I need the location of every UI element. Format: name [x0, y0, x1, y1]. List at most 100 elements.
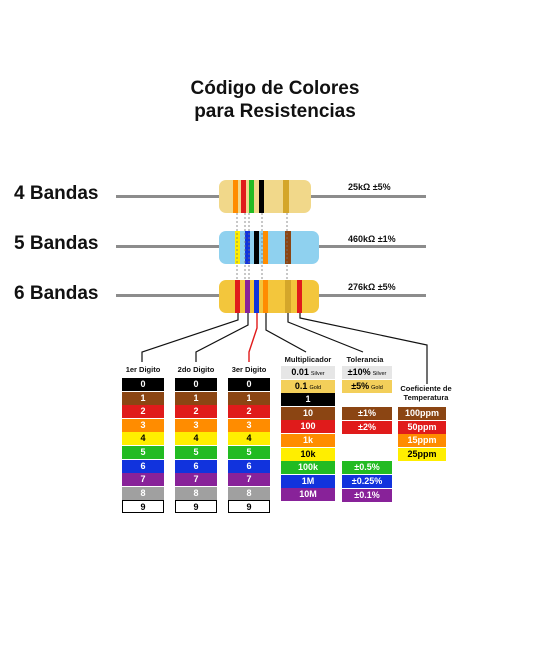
multiplier-cell-label: 100 — [300, 421, 316, 432]
lead-left-5 — [116, 245, 224, 248]
digit3-cell: 6 — [228, 459, 270, 473]
digit3-cell-label: 4 — [246, 433, 252, 444]
multiplier-cell-label: 1M — [301, 475, 315, 486]
digit3-cell-label: 2 — [246, 406, 252, 417]
tolerance-cell-label: ±10% — [347, 367, 371, 377]
lead-left-6 — [116, 294, 224, 297]
digit2-cell-label: 7 — [193, 474, 199, 485]
digit1-cell: 2 — [122, 405, 164, 419]
multiplier-cell-label: 0.1 — [294, 380, 308, 391]
digit2-cell: 9 — [175, 500, 217, 514]
digit3-cell: 3 — [228, 418, 270, 432]
digit3-cell-label: 6 — [246, 460, 252, 471]
digit2-cell-label: 2 — [193, 406, 199, 417]
digit1-cell-label: 7 — [140, 474, 146, 485]
digit3-cell: 5 — [228, 446, 270, 459]
digit2-cell: 2 — [175, 405, 217, 419]
digit3-cell-label: 8 — [246, 487, 252, 498]
tolerance-cell-label: ±1% — [358, 408, 376, 418]
digit3-cell-label: 5 — [246, 447, 252, 457]
value-5-bands: 460kΩ ±1% — [348, 234, 396, 244]
multiplier-cell: 1k — [281, 434, 335, 447]
multiplier-cell: 1M — [281, 474, 335, 488]
multiplier-cell-sublabel: Silver — [310, 371, 325, 377]
tolerance-cell-label: ±5% — [351, 381, 370, 391]
tolerance-cell: ±5%Gold — [342, 380, 392, 393]
band — [245, 280, 250, 313]
header-digit2: 2do Digito — [177, 365, 215, 374]
tempco-cell-label: 50ppm — [407, 421, 437, 432]
multiplier-cell: 10 — [281, 406, 335, 420]
digit1-cell-label: 5 — [140, 447, 146, 457]
multiplier-cell: 100 — [281, 420, 335, 434]
band — [285, 231, 291, 264]
lead-right-4 — [308, 195, 426, 198]
digit2-cell-label: 1 — [193, 392, 199, 403]
dashed-guides — [236, 213, 288, 280]
multiplier-cell: 10M — [281, 488, 335, 502]
digit2-cell: 0 — [175, 378, 217, 391]
digit3-cell: 0 — [228, 378, 270, 391]
digit1-cell: 0 — [122, 378, 164, 391]
digit3-cell: 9 — [228, 500, 270, 514]
digit2-cell-label: 5 — [193, 447, 199, 457]
tolerance-cell-label: ±0.1% — [354, 490, 380, 500]
page-title: Código de Colores — [190, 78, 360, 99]
multiplier-cell-sublabel: Gold — [309, 384, 322, 391]
resistor-5-bands — [219, 231, 319, 264]
multiplier-cell: 100k — [281, 461, 335, 475]
digit3-cell: 2 — [228, 405, 270, 419]
digit2-cell: 5 — [175, 446, 217, 459]
tolerance-cell-label: ±0.25% — [351, 476, 383, 486]
digit1-cell: 9 — [122, 500, 164, 514]
digit1-cell: 5 — [122, 446, 164, 459]
band — [245, 231, 250, 264]
digit1-cell: 6 — [122, 459, 164, 473]
band — [263, 231, 268, 264]
multiplier-cell-label: 100k — [297, 462, 319, 473]
multiplier-cell-label: 10M — [299, 489, 317, 500]
leader-digit1 — [141, 313, 239, 362]
digit2-cell-label: 3 — [193, 419, 199, 430]
label-5-bands: 5 Bandas — [14, 233, 99, 254]
tempco-cell-label: 25ppm — [407, 448, 437, 459]
leader-tempco — [299, 313, 428, 384]
digit3-cell: 7 — [228, 473, 270, 487]
band — [249, 180, 254, 213]
digit1-cell: 4 — [122, 432, 164, 446]
band — [241, 180, 246, 213]
multiplier-cell-label: 10 — [302, 407, 313, 418]
digit2-cell-label: 9 — [193, 502, 199, 513]
digit1-cell-label: 9 — [140, 502, 146, 513]
digit3-cell: 8 — [228, 486, 270, 500]
tolerance-cell-label: ±2% — [358, 422, 376, 432]
tempco-cell: 50ppm — [398, 420, 446, 434]
digit3-cell: 4 — [228, 432, 270, 446]
digit2-cell: 4 — [175, 432, 217, 446]
digit2-cell: 1 — [175, 391, 217, 405]
band — [297, 280, 302, 313]
leader-multiplier — [265, 313, 307, 353]
band — [263, 280, 268, 313]
multiplier-cell: 1 — [281, 393, 335, 407]
tolerance-cell: ±2% — [342, 421, 392, 434]
page-subtitle: para Resistencias — [194, 101, 356, 122]
digit2-cell: 6 — [175, 459, 217, 473]
tolerance-cell-label: ±0.5% — [354, 462, 380, 472]
band — [233, 180, 238, 213]
resistor-6-bands — [219, 280, 319, 313]
digit1-cell: 8 — [122, 486, 164, 500]
lead-right-5 — [318, 245, 426, 248]
digit1-cell: 3 — [122, 418, 164, 432]
digit2-cell-label: 4 — [193, 433, 199, 444]
band — [259, 180, 264, 213]
digit3-cell-label: 0 — [246, 379, 252, 389]
tempco-cell: 15ppm — [398, 434, 446, 448]
tolerance-cell: ±1% — [342, 407, 392, 420]
band — [235, 231, 240, 264]
digit2-cell-label: 0 — [193, 379, 199, 389]
digit1-cell: 7 — [122, 473, 164, 487]
digit1-cell-label: 1 — [140, 392, 146, 403]
